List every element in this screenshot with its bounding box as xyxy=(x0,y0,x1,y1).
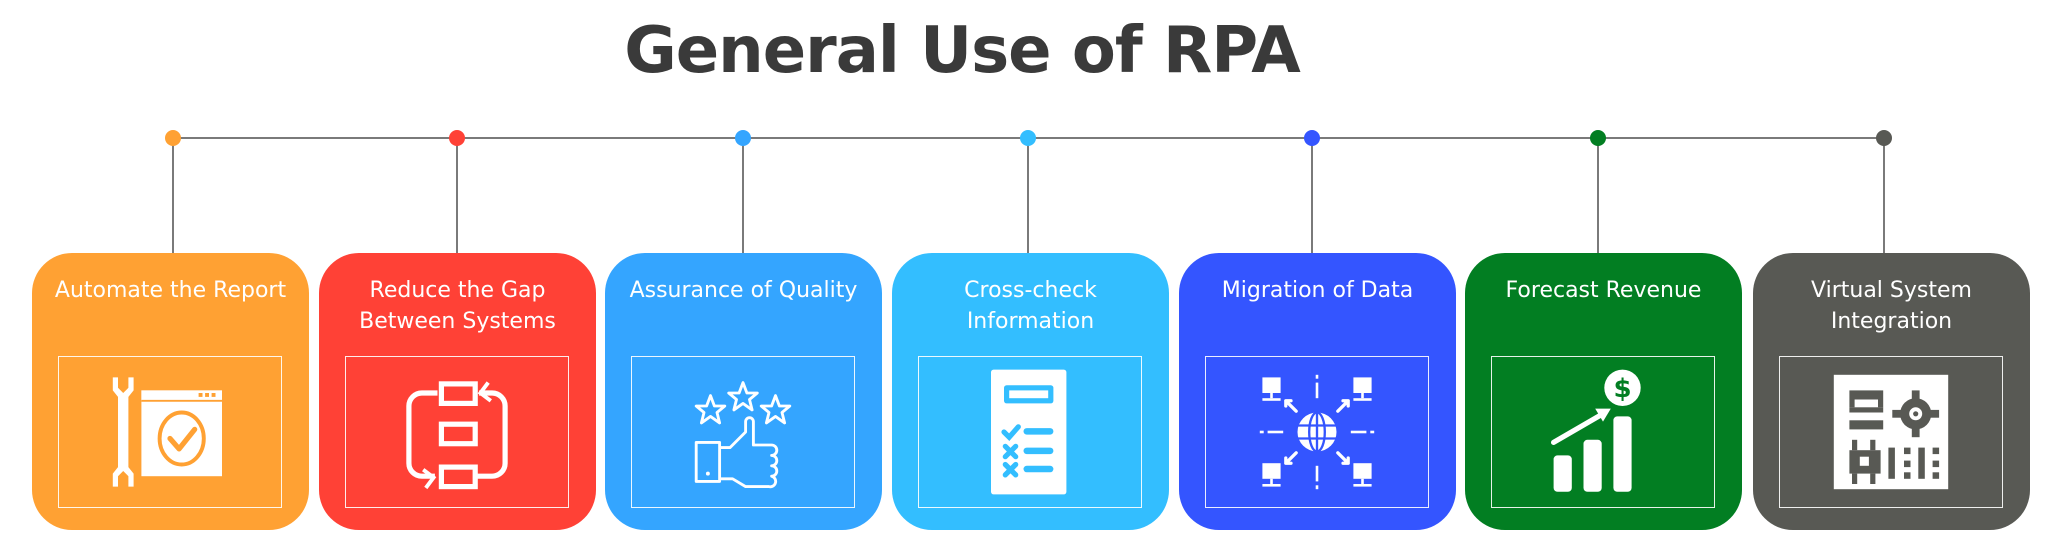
system-cycle-icon xyxy=(406,381,508,490)
card-assurance-quality: Assurance of Quality xyxy=(605,253,882,530)
timeline-dot-1 xyxy=(165,130,181,146)
card-label: Cross-check Information xyxy=(964,278,1097,334)
icon-frame xyxy=(631,356,855,508)
timeline-dot-5 xyxy=(1304,130,1320,146)
card-label: Migration of Data xyxy=(1221,278,1414,303)
connector-4 xyxy=(1027,138,1029,253)
card-cross-check: Cross-check Information xyxy=(892,253,1169,530)
globe-network-icon xyxy=(1259,374,1375,490)
connector-2 xyxy=(456,138,458,253)
wrench-window-check-icon xyxy=(112,377,222,487)
timeline-dot-7 xyxy=(1876,130,1892,146)
connector-1 xyxy=(172,138,174,253)
icon-frame xyxy=(1205,356,1429,508)
icon-frame xyxy=(345,356,569,508)
card-automate-report: Automate the Report xyxy=(32,253,309,530)
connector-3 xyxy=(742,138,744,253)
thumbs-up-stars-icon xyxy=(694,381,792,489)
timeline-dot-4 xyxy=(1020,130,1036,146)
timeline-dot-3 xyxy=(735,130,751,146)
card-forecast-revenue: Forecast Revenue $ xyxy=(1465,253,1742,530)
connector-7 xyxy=(1883,138,1885,253)
connector-6 xyxy=(1597,138,1599,253)
card-label: Reduce the Gap Between Systems xyxy=(359,278,556,334)
icon-frame: $ xyxy=(1491,356,1715,508)
icon-frame xyxy=(918,356,1142,508)
icon-frame xyxy=(1779,356,2003,508)
card-reduce-gap: Reduce the Gap Between Systems xyxy=(319,253,596,530)
card-label: Virtual System Integration xyxy=(1811,278,1972,334)
card-migration-data: Migration of Data xyxy=(1179,253,1456,530)
page-title: General Use of RPA xyxy=(624,14,1301,88)
checklist-icon xyxy=(991,369,1067,495)
timeline-dot-6 xyxy=(1590,130,1606,146)
icon-frame xyxy=(58,356,282,508)
card-label: Assurance of Quality xyxy=(629,278,858,303)
card-virtual-system: Virtual System Integration xyxy=(1753,253,2030,530)
timeline-dot-2 xyxy=(449,130,465,146)
circuit-gear-icon xyxy=(1833,374,1949,490)
svg-text:$: $ xyxy=(1613,374,1631,404)
card-label: Automate the Report xyxy=(54,278,287,303)
card-label: Forecast Revenue xyxy=(1505,278,1702,303)
growth-chart-dollar-icon: $ xyxy=(1551,369,1641,492)
connector-5 xyxy=(1311,138,1313,253)
